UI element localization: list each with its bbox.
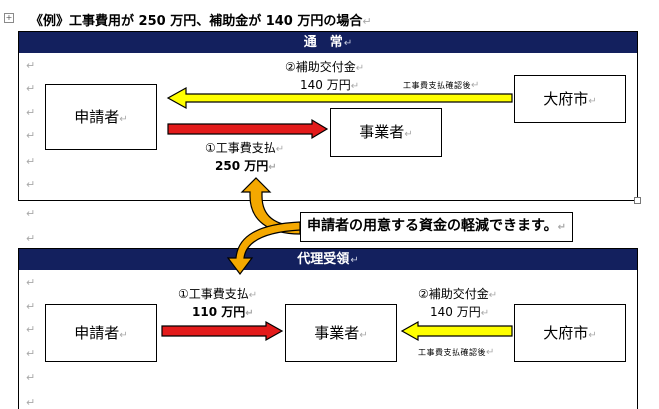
proxy-confirm-note: 工事費支払確認後↵ xyxy=(418,347,495,358)
proxy-receipt-header-text: 代理受領 xyxy=(297,252,350,267)
paragraph-mark: ↵ xyxy=(343,38,353,49)
paragraph-mark: ↵ xyxy=(26,59,36,72)
proxy-city-box: 大府市↵ xyxy=(514,304,626,362)
paragraph-mark: ↵ xyxy=(245,308,254,319)
paragraph-mark: ↵ xyxy=(119,330,128,341)
proxy-subsidy-label-text: ②補助交付金 xyxy=(418,287,489,301)
proxy-contractor-box: 事業者↵ xyxy=(285,304,397,362)
proxy-city-label: 大府市 xyxy=(543,324,589,342)
proxy-applicant-label: 申請者 xyxy=(74,324,120,342)
paragraph-mark: ↵ xyxy=(355,63,365,74)
paragraph-mark: ↵ xyxy=(404,129,413,140)
paragraph-mark: ↵ xyxy=(26,178,36,191)
title-text: 《例》工事費用が 250 万円、補助金が 140 万円の場合 xyxy=(30,14,363,29)
normal-subsidy-amount: 140 万円↵ xyxy=(300,76,359,93)
normal-city-box: 大府市↵ xyxy=(514,75,626,123)
proxy-subsidy-arrow xyxy=(400,320,513,342)
normal-payment-arrow xyxy=(167,118,329,140)
normal-payment-label: ①工事費支払↵ xyxy=(205,139,284,156)
paragraph-mark: ↵ xyxy=(119,114,128,125)
paragraph-mark: ↵ xyxy=(26,396,36,409)
table-move-handle[interactable]: + xyxy=(4,13,14,23)
proxy-applicant-box: 申請者↵ xyxy=(45,304,157,362)
resize-handle[interactable] xyxy=(634,197,641,204)
normal-subsidy-label-text: ②補助交付金 xyxy=(285,60,356,74)
proxy-payment-amount: 110 万円↵ xyxy=(192,303,254,320)
paragraph-mark: ↵ xyxy=(588,330,597,341)
callout-box: 申請者の用意する資金の軽減できます。↵ xyxy=(300,212,573,242)
proxy-subsidy-amount: 140 万円↵ xyxy=(430,303,489,320)
proxy-subsidy-label: ②補助交付金↵ xyxy=(418,285,497,302)
curve-down-arrow xyxy=(226,221,301,275)
paragraph-mark: ↵ xyxy=(557,222,566,233)
paragraph-mark: ↵ xyxy=(26,323,36,336)
paragraph-mark: ↵ xyxy=(268,162,277,173)
paragraph-mark: ↵ xyxy=(480,308,490,319)
proxy-contractor-label: 事業者 xyxy=(314,324,360,342)
paragraph-mark: ↵ xyxy=(350,255,359,266)
paragraph-mark: ↵ xyxy=(26,129,36,142)
proxy-confirm-note-text: 工事費支払確認後 xyxy=(418,348,486,357)
paragraph-mark: ↵ xyxy=(26,371,36,384)
paragraph-mark: ↵ xyxy=(588,96,597,107)
paragraph-mark: ↵ xyxy=(275,144,285,155)
paragraph-mark: ↵ xyxy=(26,300,36,313)
paragraph-mark: ↵ xyxy=(362,15,372,28)
normal-city-label: 大府市 xyxy=(543,90,589,108)
document-title: 《例》工事費用が 250 万円、補助金が 140 万円の場合↵ xyxy=(30,10,372,29)
normal-subsidy-arrow xyxy=(166,86,513,110)
paragraph-mark: ↵ xyxy=(26,232,36,245)
normal-applicant-label: 申請者 xyxy=(74,108,120,126)
normal-case-header-text: 通 常 xyxy=(303,35,343,50)
normal-confirm-note: 工事費支払確認後↵ xyxy=(403,80,480,91)
paragraph-mark: ↵ xyxy=(359,330,368,341)
normal-payment-amount: 250 万円↵ xyxy=(215,157,277,174)
proxy-payment-amount-text: 110 万円 xyxy=(192,305,246,319)
paragraph-mark: ↵ xyxy=(26,347,36,360)
paragraph-mark: ↵ xyxy=(26,106,36,119)
normal-applicant-box: 申請者↵ xyxy=(45,84,157,150)
paragraph-mark: ↵ xyxy=(248,290,258,301)
paragraph-mark: ↵ xyxy=(26,207,36,220)
paragraph-mark: ↵ xyxy=(471,80,480,91)
normal-payment-label-text: ①工事費支払 xyxy=(205,141,276,155)
proxy-payment-label: ①工事費支払↵ xyxy=(178,285,257,302)
paragraph-mark: ↵ xyxy=(488,290,498,301)
normal-subsidy-amount-text: 140 万円 xyxy=(300,78,351,92)
proxy-payment-label-text: ①工事費支払 xyxy=(178,287,249,301)
normal-contractor-box: 事業者↵ xyxy=(330,108,442,157)
proxy-receipt-header: 代理受領↵ xyxy=(19,249,637,270)
paragraph-mark: ↵ xyxy=(26,155,36,168)
normal-case-header: 通 常↵ xyxy=(19,32,637,53)
paragraph-mark: ↵ xyxy=(26,82,36,95)
callout-text: 申請者の用意する資金の軽減できます。 xyxy=(307,218,558,234)
paragraph-mark: ↵ xyxy=(486,347,495,358)
proxy-subsidy-amount-text: 140 万円 xyxy=(430,305,481,319)
normal-payment-amount-text: 250 万円 xyxy=(215,159,269,173)
paragraph-mark: ↵ xyxy=(350,81,360,92)
normal-contractor-label: 事業者 xyxy=(359,123,405,141)
proxy-payment-arrow xyxy=(161,320,284,342)
normal-subsidy-label: ②補助交付金↵ xyxy=(285,58,364,75)
paragraph-mark: ↵ xyxy=(26,276,36,289)
normal-confirm-note-text: 工事費支払確認後 xyxy=(403,81,471,90)
